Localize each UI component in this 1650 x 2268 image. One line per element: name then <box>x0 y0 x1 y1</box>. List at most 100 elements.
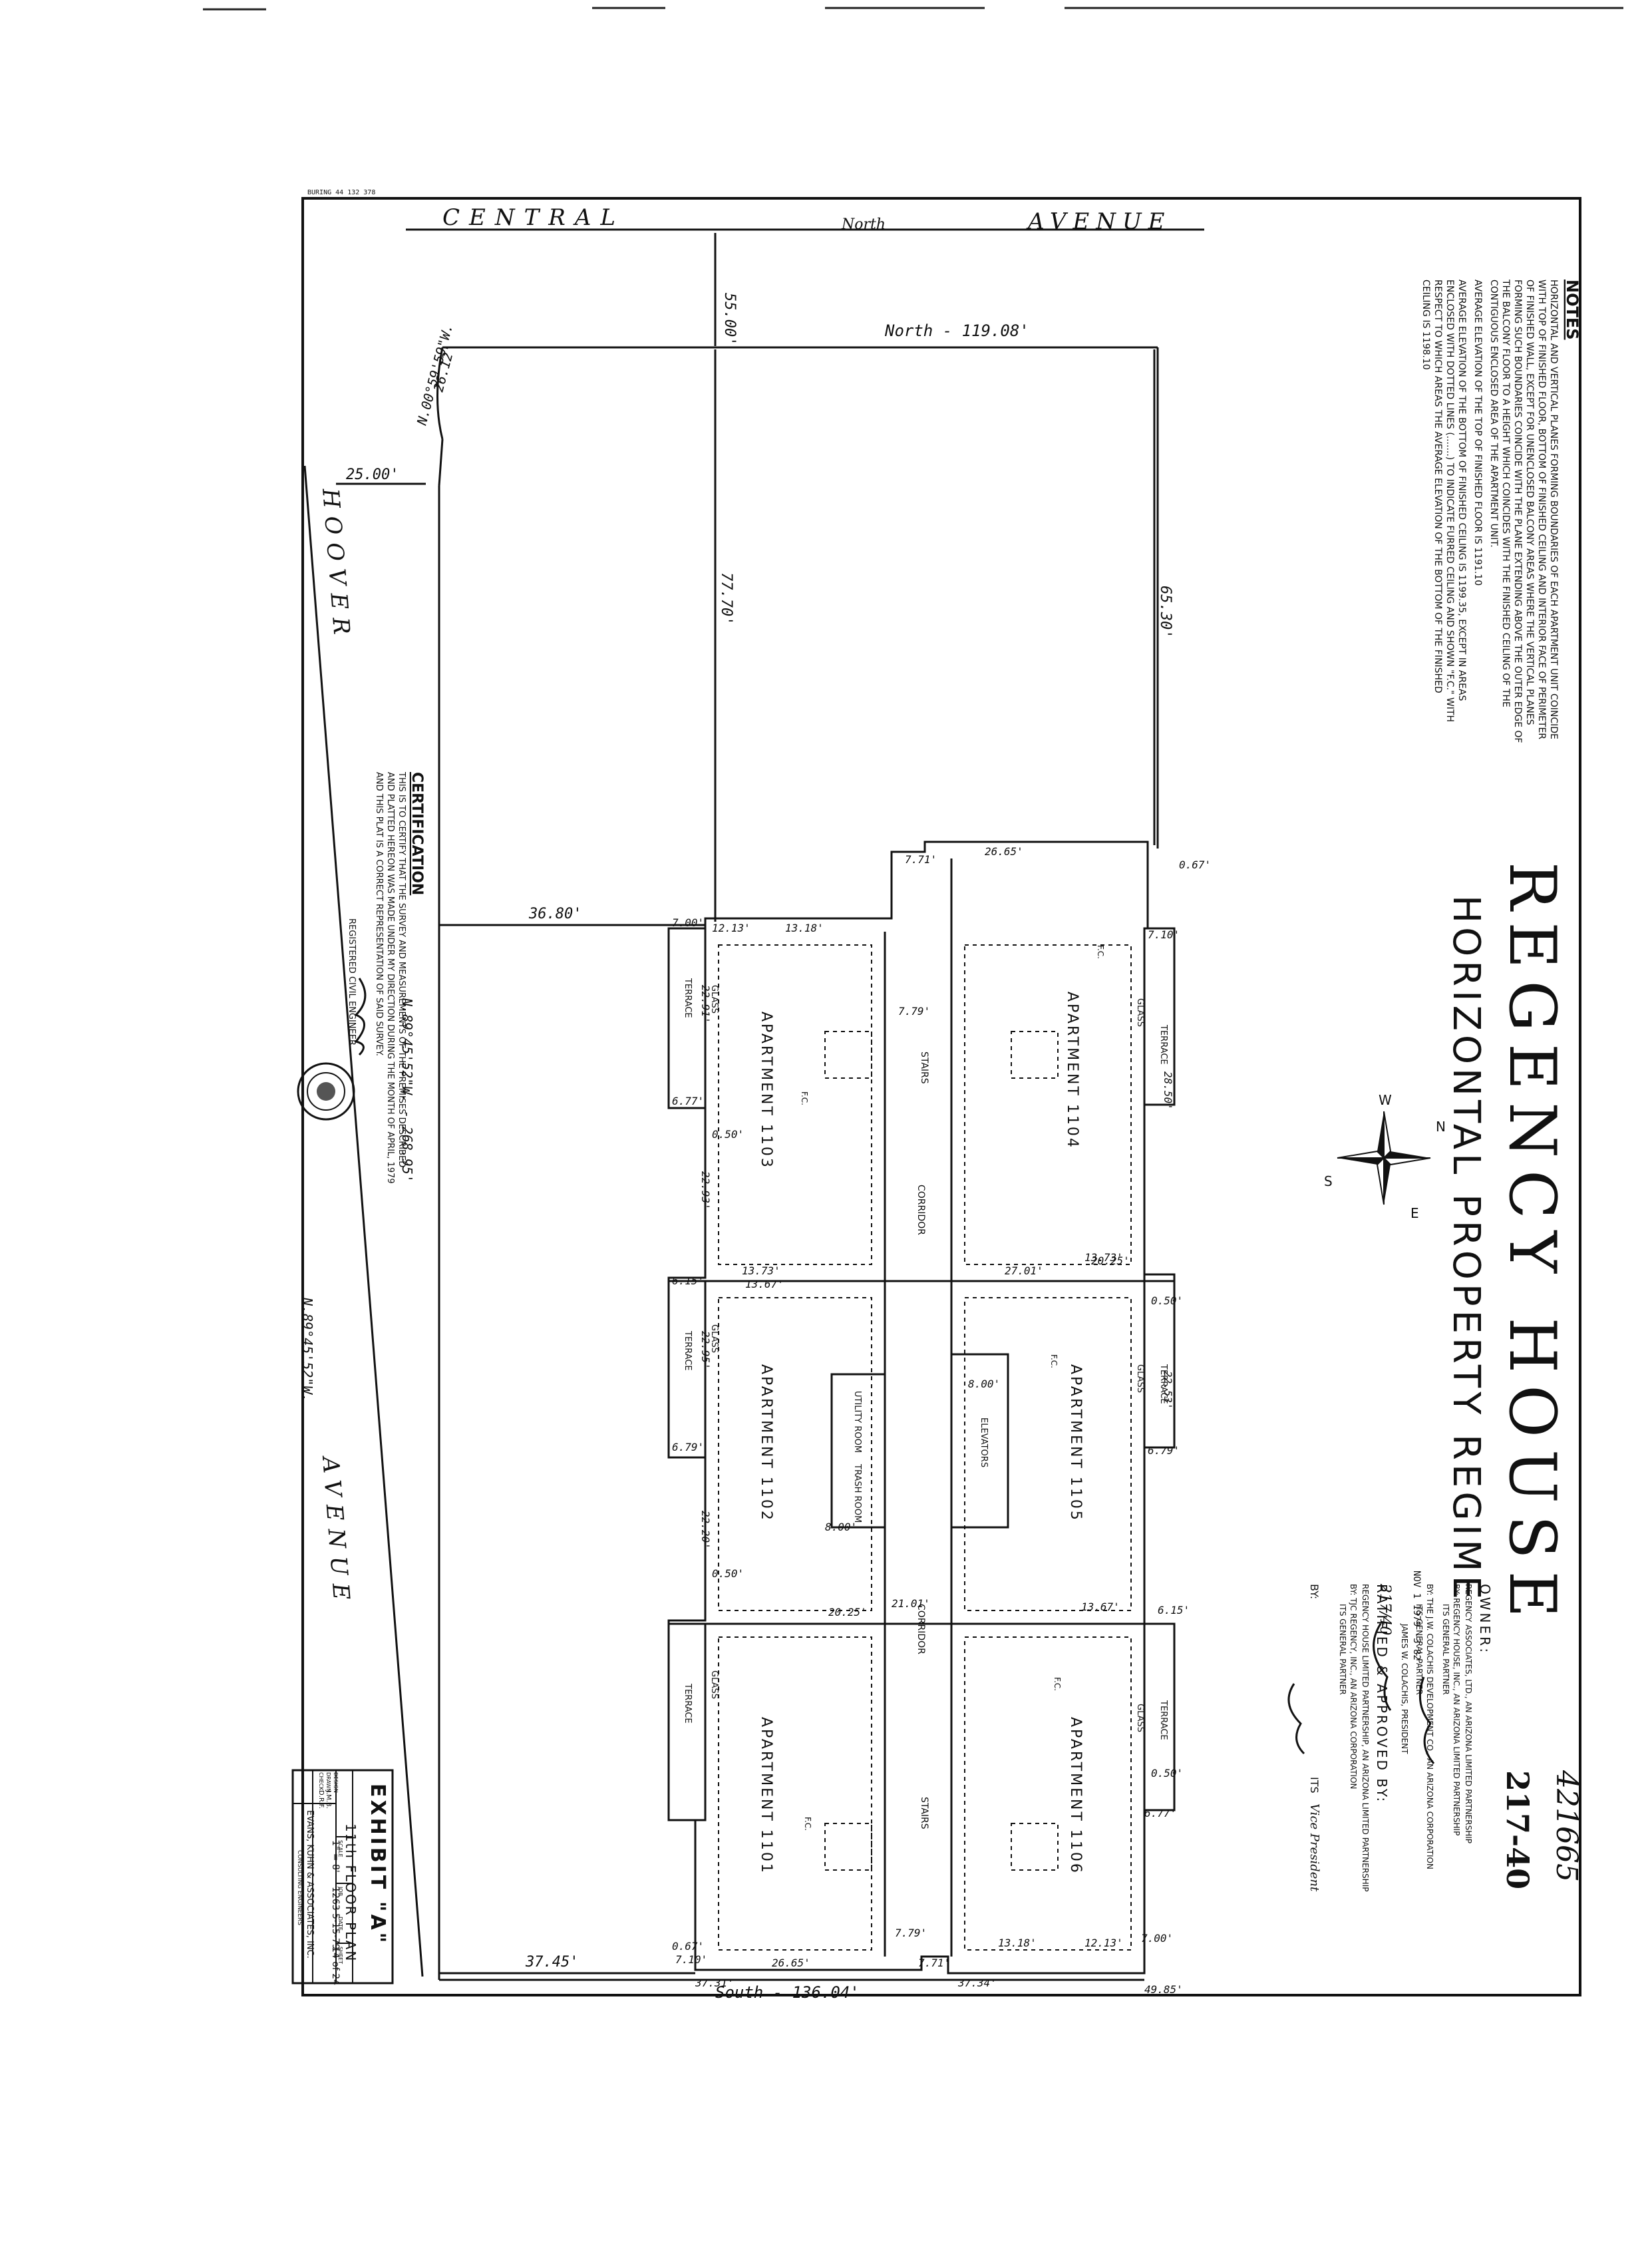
sheet-border <box>301 197 1581 1996</box>
ratified-role: Vice President <box>1307 1803 1321 1892</box>
certification-signer: REGISTERED CIVIL ENGINEER <box>347 918 357 1045</box>
notes-line: FORMING SUCH BOUNDARIES COINCIDE WITH TH… <box>1512 280 1523 743</box>
svg-text:7.00': 7.00' <box>672 916 704 929</box>
ratified-by: BY: <box>1308 1584 1321 1599</box>
fc-label: F.C. <box>803 1817 812 1831</box>
apartment-1102: APARTMENT 1102 <box>758 1364 774 1522</box>
compass-w: W <box>1379 1092 1392 1108</box>
owner-block: OWNER: REGENCY ASSOCIATES, LTD., AN ARIZ… <box>1400 1584 1493 1869</box>
svg-text:22.20': 22.20' <box>699 1511 712 1549</box>
svg-text:DATE: DATE <box>337 1917 343 1931</box>
hoover-avenue: HOOVER AVENUE <box>303 465 424 1977</box>
notes-line: AVERAGE ELEVATION OF THE TOP OF FINISHED… <box>1472 280 1483 586</box>
svg-text:6.15': 6.15' <box>1158 1604 1190 1616</box>
stamp-docket: 421665 <box>1550 1770 1583 1882</box>
recorder-signature <box>1373 1623 1392 1711</box>
notes-line: ENCLOSED WITH DOTTED LINES (.......) TO … <box>1444 280 1455 722</box>
stairs-south: STAIRS <box>919 1797 929 1829</box>
certification-block: CERTIFICATION THIS IS TO CERTIFY THAT TH… <box>347 771 425 1184</box>
dim-65-30: 65.30' <box>1157 586 1174 638</box>
svg-text:DRAWN: DRAWN <box>325 1772 331 1792</box>
west-bearing-long: N.89°45'52"W. - 268.95' <box>399 998 415 1183</box>
certification-line: AND THIS PLAT IS A CORRECT REPRESENTATIO… <box>374 772 384 1056</box>
terrace-label: TERRACE <box>1158 1364 1168 1404</box>
terrace-label: TERRACE <box>683 978 693 1018</box>
notes-line: CEILING IS 1198.10 <box>1420 280 1431 370</box>
dim-36-80: 36.80' <box>528 906 581 922</box>
notes-block: NOTES HORIZONTAL AND VERTICAL PLANES FOR… <box>1420 279 1581 743</box>
terrace-label: TERRACE <box>1158 1024 1168 1065</box>
engineer-seal-icon <box>297 1062 355 1121</box>
svg-text:22.95': 22.95' <box>699 1331 712 1370</box>
svg-text:27.01': 27.01' <box>1005 1264 1043 1277</box>
drawing-title: REGENCY HOUSE HORIZONTAL PROPERTY REGIME <box>1444 862 1569 1630</box>
fc-label: F.C. <box>800 1091 809 1105</box>
terrace-label: TERRACE <box>683 1330 693 1371</box>
svg-text:7.10': 7.10' <box>1148 928 1180 941</box>
svg-text:J.M.B.: J.M.B. <box>325 1790 332 1809</box>
certification-line: THIS IS TO CERTIFY THAT THE SURVEY AND M… <box>397 771 407 1167</box>
svg-text:6.79': 6.79' <box>1148 1444 1180 1457</box>
svg-text:28.50': 28.50' <box>1162 1071 1174 1110</box>
north-arrow-icon: W N S E <box>1324 1092 1446 1221</box>
glass-label: GLASS <box>1135 1704 1145 1732</box>
svg-text:0.50': 0.50' <box>712 1567 744 1580</box>
furred-ceiling-areas <box>718 944 1132 1951</box>
apartment-1103: APARTMENT 1103 <box>758 1012 774 1169</box>
svg-text:13.18': 13.18' <box>785 922 824 934</box>
svg-text:13.67': 13.67' <box>745 1278 784 1290</box>
corner-code: BURING 44 132 378 <box>307 189 375 196</box>
svg-text:13.73': 13.73' <box>1084 1251 1123 1264</box>
ratified-signature <box>1287 1683 1305 1755</box>
notes-line: THE BALCONY FLOOR TO A HEIGHT WHICH COIN… <box>1500 279 1511 707</box>
svg-text:7.71': 7.71' <box>905 853 937 866</box>
firm-name: EVANS, KUHN & ASSOCIATES, INC. <box>305 1810 315 1959</box>
notes-line: OF FINISHED WALL, EXCEPT FOR UNENCLOSED … <box>1524 280 1535 725</box>
notes-heading: NOTES <box>1563 280 1581 340</box>
street-hoover-avenue: AVENUE <box>317 1454 355 1609</box>
svg-text:D.R.F.: D.R.F. <box>317 1790 325 1809</box>
svg-text:0.67': 0.67' <box>672 1940 704 1953</box>
svg-text:SHEET: SHEET <box>337 1947 343 1964</box>
north-boundary-label: North - 119.08' <box>884 321 1029 340</box>
svg-text:22.53': 22.53' <box>1162 1371 1174 1410</box>
svg-text:6.15': 6.15' <box>672 1274 704 1287</box>
svg-text:6.79': 6.79' <box>672 1441 704 1453</box>
svg-text:20.25': 20.25' <box>828 1606 867 1618</box>
sheet-number: 14 of 24 <box>330 1947 341 1985</box>
svg-text:22.91': 22.91' <box>699 985 712 1024</box>
firm-subtitle: CONSULTING ENGINEERS <box>296 1850 303 1925</box>
stamp-book: 217-40 <box>1500 1770 1536 1889</box>
svg-text:20.25': 20.25' <box>1091 1254 1130 1267</box>
trash-room: TRASH ROOM <box>852 1463 862 1523</box>
svg-text:7.79': 7.79' <box>898 1005 930 1018</box>
notes-line: AVERAGE ELEVATION OF THE BOTTOM OF FINIS… <box>1456 280 1467 701</box>
ratified-its: ITS <box>1308 1777 1321 1794</box>
svg-text:13.67': 13.67' <box>1081 1601 1120 1613</box>
street-central: CENTRAL <box>442 204 625 231</box>
room-labels: APARTMENT 1103 APARTMENT 1104 APARTMENT … <box>683 945 1168 1875</box>
svg-text:26.65': 26.65' <box>985 845 1023 858</box>
west-bearing: N.89°45'52"W. <box>299 1297 315 1402</box>
notes-line: RESPECT TO WHICH AREAS THE AVERAGE ELEVA… <box>1432 280 1443 693</box>
glass-label: GLASS <box>709 1670 719 1699</box>
certification-heading: CERTIFICATION <box>409 772 425 895</box>
glass-label: GLASS <box>1135 1364 1145 1393</box>
notes-line: CONTIGUOUS ENCLOSED AREA OF THE APARTMEN… <box>1488 280 1499 548</box>
south-boundary-label: South - 136.04' <box>715 1983 860 2002</box>
svg-text:REGENCY ASSOCIATES, LTD., AN A: REGENCY ASSOCIATES, LTD., AN ARIZONA LIM… <box>1464 1584 1473 1843</box>
building-outline <box>667 841 1176 1975</box>
elevators: ELEVATORS <box>979 1418 989 1467</box>
svg-text:7.10': 7.10' <box>675 1953 707 1966</box>
fc-label: F.C. <box>1096 945 1105 959</box>
north-label: North <box>841 216 886 233</box>
compass-e: E <box>1410 1205 1419 1221</box>
svg-text:DESIGN: DESIGN <box>333 1772 339 1793</box>
owner-signature <box>1418 1676 1435 1764</box>
owner-heading: OWNER: <box>1477 1584 1493 1655</box>
svg-text:8.00': 8.00' <box>968 1378 1000 1390</box>
svg-text:BY: REGENCY HOUSE, INC., AN AR: BY: REGENCY HOUSE, INC., AN ARIZONA LIMI… <box>1452 1584 1461 1835</box>
dim-25: 25.00' <box>346 467 399 483</box>
svg-text:26.65': 26.65' <box>772 1957 810 1969</box>
compass-s: S <box>1324 1173 1333 1189</box>
